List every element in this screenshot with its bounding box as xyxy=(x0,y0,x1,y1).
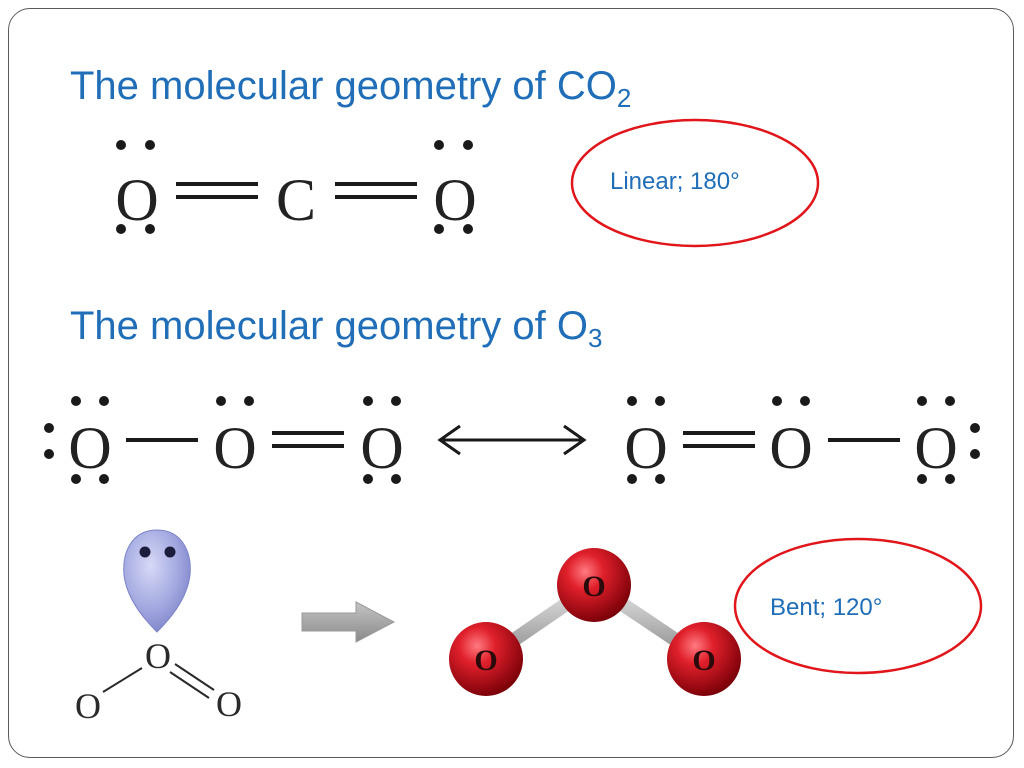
o3-subscript: 3 xyxy=(588,323,603,353)
o3-r2-oxygen-left: O xyxy=(624,415,667,481)
o3-r1-oxygen-right: O xyxy=(360,415,403,481)
lone-pair-lobe xyxy=(123,529,191,633)
transform-arrow xyxy=(301,601,396,643)
o3-r1-double-bond xyxy=(272,431,344,448)
o3-r2-oxygen-center: O xyxy=(769,415,812,481)
co2-lewis-structure: O C O xyxy=(115,140,477,234)
o3-geometry-oval xyxy=(733,537,983,675)
model-oxygen-left xyxy=(449,622,523,696)
co2-geometry-label: Linear; 180° xyxy=(610,168,740,195)
o3-r1-lone-pairs xyxy=(44,396,401,484)
model-label-left: O xyxy=(474,644,497,677)
o3-r1-oxygen-center: O xyxy=(213,415,256,481)
model-label-center: O xyxy=(582,570,605,603)
co2-heading: The molecular geometry of CO2 xyxy=(70,64,632,113)
sketch-oxygen-left: O xyxy=(75,686,101,726)
co2-double-bond-left xyxy=(176,182,258,199)
co2-left-oxygen: O xyxy=(115,167,158,233)
o3-ball-and-stick-model: O O O xyxy=(449,548,741,696)
model-oxygen-center xyxy=(557,548,631,622)
sketch-oxygen-center: O xyxy=(145,636,171,676)
o3-resonance-structure-2: O O O xyxy=(624,396,980,484)
o3-r2-double-bond xyxy=(683,431,755,448)
o3-vsepr-sketch: O O O xyxy=(75,529,242,726)
lone-pair-electron xyxy=(164,546,176,558)
o3-r1-oxygen-left: O xyxy=(68,415,111,481)
co2-lone-pairs xyxy=(116,140,473,234)
o3-r2-lone-pairs xyxy=(627,396,980,484)
lone-pair-electron xyxy=(139,546,151,558)
co2-geometry-oval xyxy=(570,118,820,248)
sketch-double-bond xyxy=(169,663,215,699)
co2-double-bond-right xyxy=(335,182,417,199)
model-label-right: O xyxy=(692,644,715,677)
o3-heading: The molecular geometry of O3 xyxy=(70,304,603,353)
resonance-arrow xyxy=(437,424,587,456)
sketch-oxygen-right: O xyxy=(216,684,242,724)
o3-geometry-label: Bent; 120° xyxy=(770,594,883,621)
o3-r2-oxygen-right: O xyxy=(914,415,957,481)
sketch-single-bond xyxy=(102,667,143,693)
co2-right-oxygen: O xyxy=(433,167,476,233)
co2-subscript: 2 xyxy=(616,83,632,113)
model-oxygen-right xyxy=(667,622,741,696)
o3-resonance-structure-1: O O O xyxy=(44,396,404,484)
co2-carbon: C xyxy=(276,167,316,233)
